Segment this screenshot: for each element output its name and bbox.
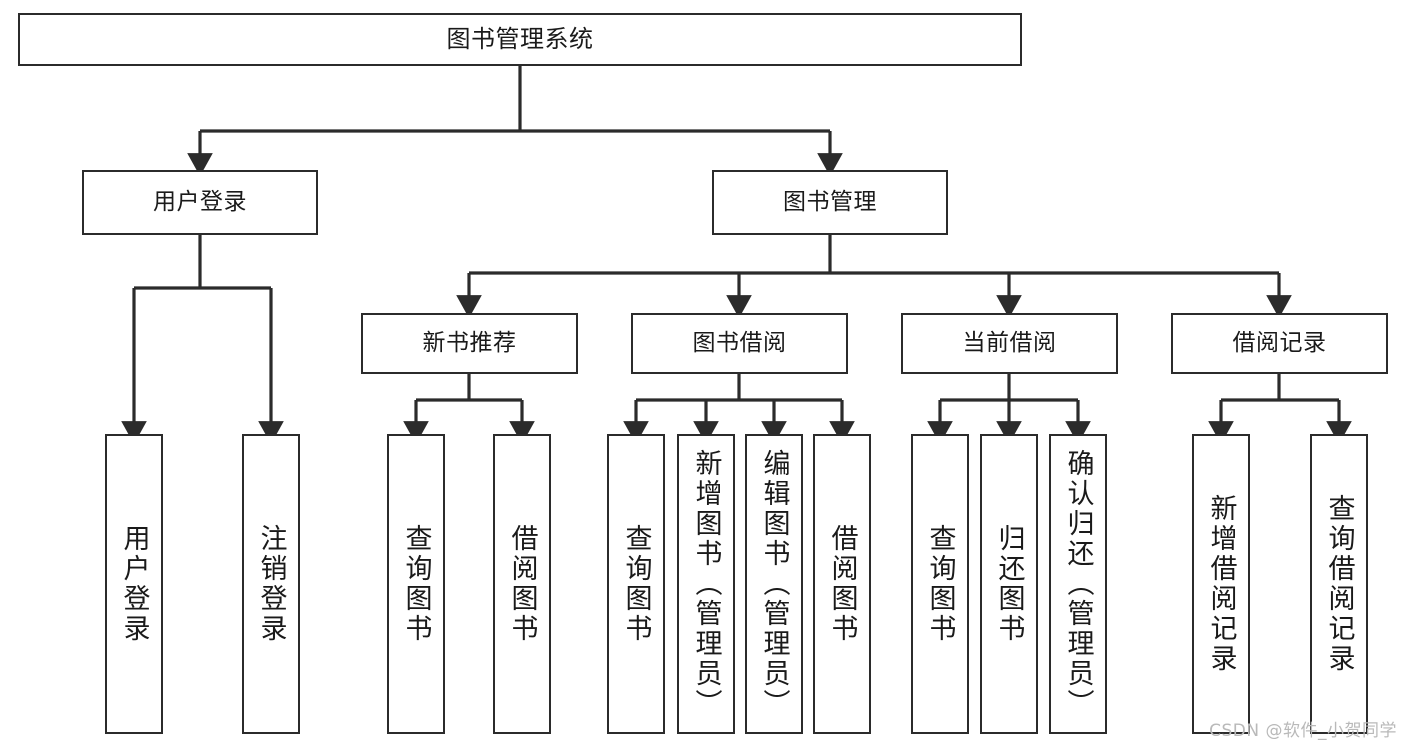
node-book-management-label: 图书管理 — [783, 188, 877, 215]
leaf-recommend-borrow-book-label: 借阅图书 — [506, 524, 538, 644]
leaf-borrow-edit-book-admin-label: 编辑图书（管理员） — [758, 449, 790, 719]
node-book-borrowing-label: 图书借阅 — [692, 329, 787, 356]
leaf-borrow-query-book-label: 查询图书 — [620, 524, 652, 644]
leaf-recommend-borrow-book[interactable]: 借阅图书 — [493, 434, 551, 734]
node-user-login-label: 用户登录 — [153, 188, 247, 215]
node-new-book-recommendation-label: 新书推荐 — [422, 329, 517, 356]
leaf-user-login[interactable]: 用户登录 — [105, 434, 163, 734]
leaf-recommend-query-book[interactable]: 查询图书 — [387, 434, 445, 734]
leaf-current-confirm-return-admin-label: 确认归还（管理员） — [1062, 449, 1094, 719]
node-root[interactable]: 图书管理系统 — [18, 13, 1022, 66]
node-borrowing-record-label: 借阅记录 — [1232, 329, 1327, 356]
node-book-management[interactable]: 图书管理 — [712, 170, 948, 235]
leaf-borrow-borrow-book-label: 借阅图书 — [826, 524, 858, 644]
leaf-current-return-book[interactable]: 归还图书 — [980, 434, 1038, 734]
leaf-user-logout[interactable]: 注销登录 — [242, 434, 300, 734]
leaf-current-confirm-return-admin[interactable]: 确认归还（管理员） — [1049, 434, 1107, 734]
leaf-borrow-add-book-admin-label: 新增图书（管理员） — [690, 449, 722, 719]
csdn-watermark: CSDN @软件_小贺同学 — [1209, 721, 1397, 741]
leaf-borrow-add-book-admin[interactable]: 新增图书（管理员） — [677, 434, 735, 734]
leaf-borrow-query-book[interactable]: 查询图书 — [607, 434, 665, 734]
leaf-record-add-borrow-record-label: 新增借阅记录 — [1205, 494, 1237, 674]
leaf-current-query-book-label: 查询图书 — [924, 524, 956, 644]
node-book-borrowing[interactable]: 图书借阅 — [631, 313, 848, 374]
leaf-user-login-label: 用户登录 — [118, 524, 150, 644]
leaf-current-return-book-label: 归还图书 — [993, 524, 1025, 644]
leaf-record-query-borrow-record-label: 查询借阅记录 — [1323, 494, 1355, 674]
leaf-user-logout-label: 注销登录 — [255, 524, 287, 644]
leaf-current-query-book[interactable]: 查询图书 — [911, 434, 969, 734]
node-current-borrowing-label: 当前借阅 — [962, 329, 1057, 356]
leaf-record-query-borrow-record[interactable]: 查询借阅记录 — [1310, 434, 1368, 734]
leaf-borrow-edit-book-admin[interactable]: 编辑图书（管理员） — [745, 434, 803, 734]
node-current-borrowing[interactable]: 当前借阅 — [901, 313, 1118, 374]
node-new-book-recommendation[interactable]: 新书推荐 — [361, 313, 578, 374]
node-borrowing-record[interactable]: 借阅记录 — [1171, 313, 1388, 374]
leaf-borrow-borrow-book[interactable]: 借阅图书 — [813, 434, 871, 734]
leaf-record-add-borrow-record[interactable]: 新增借阅记录 — [1192, 434, 1250, 734]
node-root-label: 图书管理系统 — [446, 25, 594, 54]
node-user-login[interactable]: 用户登录 — [82, 170, 318, 235]
leaf-recommend-query-book-label: 查询图书 — [400, 524, 432, 644]
